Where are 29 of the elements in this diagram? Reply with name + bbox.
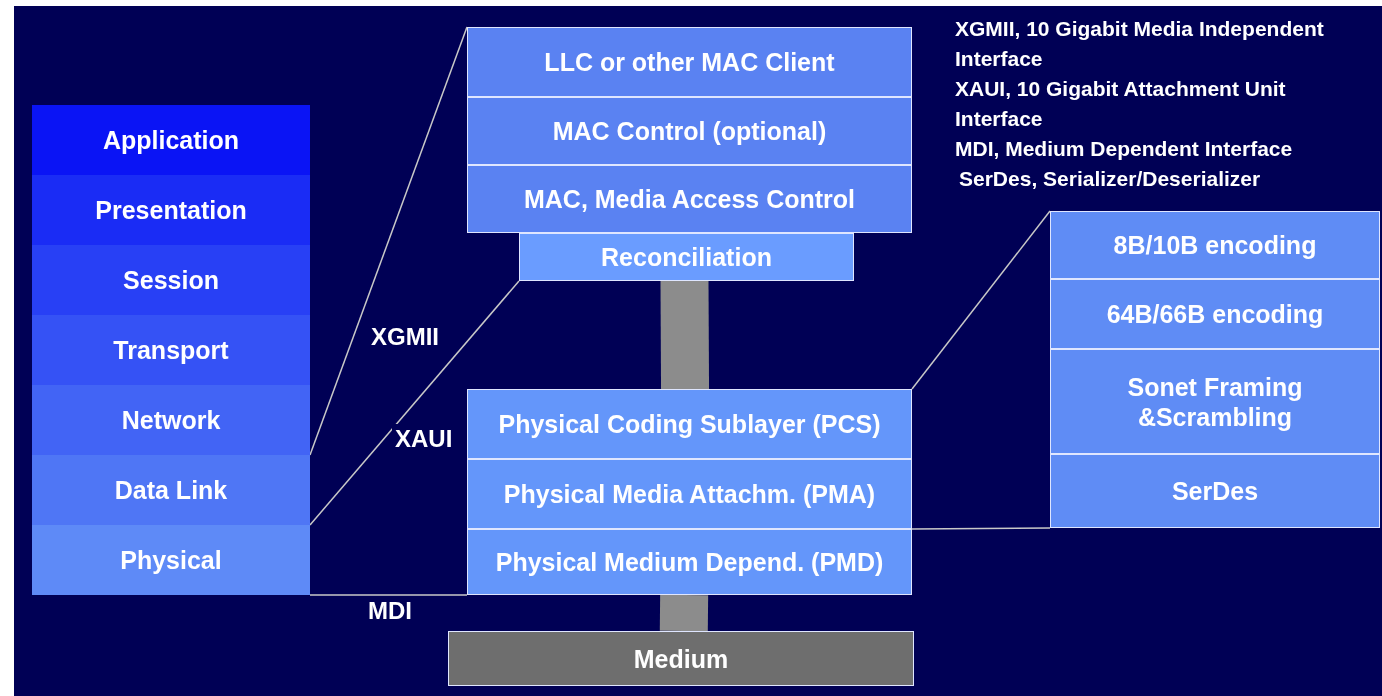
layer-box: Data Link <box>32 455 310 525</box>
layer-box: SerDes <box>1050 454 1380 528</box>
connector-line <box>309 594 468 596</box>
note-text: XGMII, 10 Gigabit Media Independent Interface <box>955 16 1325 72</box>
connector-bar <box>660 280 710 390</box>
layer-box: Physical <box>32 525 310 595</box>
note-text: XAUI, 10 Gigabit Attachment Unit Interface <box>955 76 1287 132</box>
reconciliation-box: Reconciliation <box>519 233 854 281</box>
layer-box: Physical Coding Sublayer (PCS) <box>467 389 912 459</box>
layer-box: Physical Media Attachm. (PMA) <box>467 459 912 529</box>
layer-box: Network <box>32 385 310 455</box>
medium-bar: Medium <box>448 631 914 686</box>
layer-box: Session <box>32 245 310 315</box>
note-text: MDI, Medium Dependent Interface <box>955 136 1294 162</box>
layer-box: 64B/66B encoding <box>1050 279 1380 349</box>
layer-box: Physical Medium Depend. (PMD) <box>467 529 912 595</box>
layer-box: Sonet Framing &Scrambling <box>1050 349 1380 454</box>
connector-bar <box>659 594 709 632</box>
layer-box: MAC Control (optional) <box>467 97 912 165</box>
layer-box: Presentation <box>32 175 310 245</box>
connector-line <box>309 280 520 526</box>
layer-box: Application <box>32 105 310 175</box>
connector-line <box>911 210 1051 390</box>
connector-line <box>911 527 1051 530</box>
layer-box: Transport <box>32 315 310 385</box>
layer-box: MAC, Media Access Control <box>467 165 912 233</box>
note-text: SerDes, Serializer/Deserializer <box>959 166 1262 192</box>
layer-box: LLC or other MAC Client <box>467 27 912 97</box>
layer-box: 8B/10B encoding <box>1050 211 1380 279</box>
